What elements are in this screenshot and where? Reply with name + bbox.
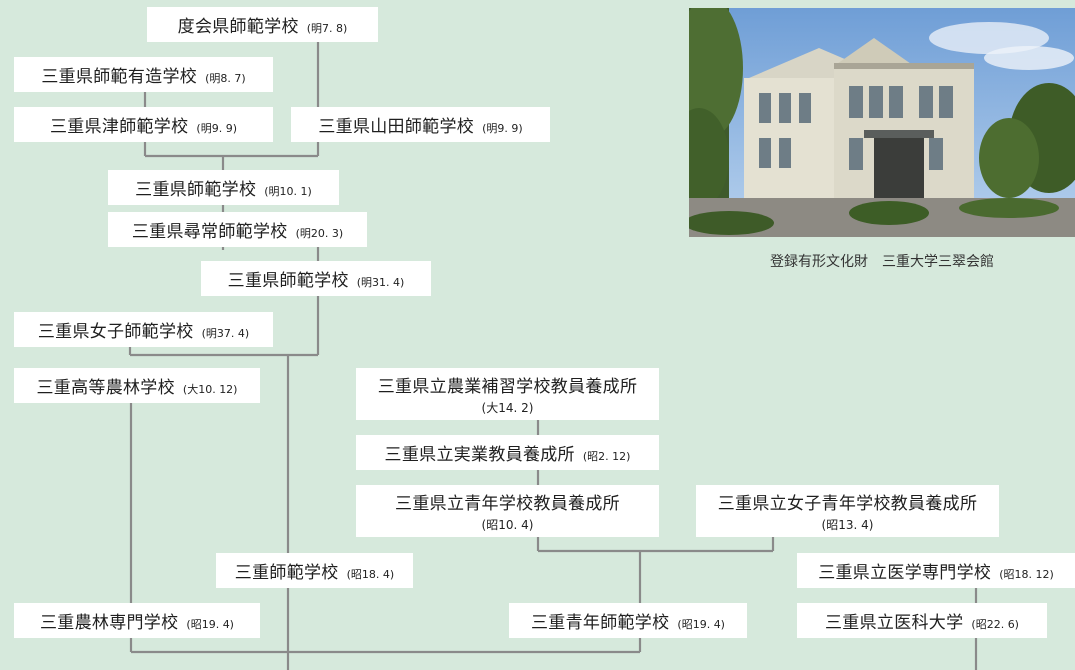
founding-date: (昭18. 12)	[999, 568, 1054, 581]
school-node-seinenshihan: 三重青年師範学校 (昭19. 4)	[509, 603, 747, 638]
school-name: 三重県師範有造学校	[41, 67, 198, 87]
school-node-iga: 三重県立医学専門学校 (昭18. 12)	[797, 553, 1075, 588]
school-name: 三重高等農林学校	[36, 378, 175, 398]
school-node-joshi: 三重県女子師範学校 (明37. 4)	[14, 312, 273, 347]
founding-date: (昭19. 4)	[186, 618, 234, 631]
school-name: 三重農林専門学校	[40, 613, 179, 633]
school-node-noho: 三重県立農業補習学校教員養成所 (大14. 2)	[356, 368, 659, 420]
school-name: 三重県立医科大学	[825, 613, 964, 633]
founding-date: (明37. 4)	[201, 327, 250, 340]
school-node-jitsu: 三重県立実業教員養成所 (昭2. 12)	[356, 435, 659, 470]
founding-date: (昭13. 4)	[821, 518, 874, 532]
school-node-nourin: 三重高等農林学校 (大10. 12)	[14, 368, 260, 403]
founding-date: (大10. 12)	[182, 383, 238, 396]
founding-date: (明7. 8)	[306, 22, 348, 35]
school-name: 三重県女子師範学校	[37, 322, 194, 342]
school-name: 三重師範学校	[234, 563, 339, 583]
school-name: 三重県立青年学校教員養成所	[395, 494, 620, 514]
school-name: 三重県立女子青年学校教員養成所	[717, 494, 978, 514]
school-name: 三重県師範学校	[227, 271, 349, 291]
school-node-shihan31: 三重県師範学校 (明31. 4)	[201, 261, 431, 296]
school-node-seinen: 三重県立青年学校教員養成所 (昭10. 4)	[356, 485, 659, 537]
school-node-yuzou: 三重県師範有造学校 (明8. 7)	[14, 57, 273, 92]
school-node-ika: 三重県立医科大学 (昭22. 6)	[797, 603, 1047, 638]
school-name: 三重県立実業教員養成所	[384, 445, 575, 465]
founding-date: (昭19. 4)	[677, 618, 725, 631]
school-node-jinjou: 三重県尋常師範学校 (明20. 3)	[108, 212, 367, 247]
school-node-shihan10: 三重県師範学校 (明10. 1)	[108, 170, 339, 205]
school-node-watarai: 度会県師範学校 (明7. 8)	[147, 7, 378, 42]
school-node-yamada: 三重県山田師範学校 (明9. 9)	[291, 107, 550, 142]
founding-date: (明10. 1)	[264, 185, 312, 198]
founding-date: (大14. 2)	[481, 401, 534, 415]
school-name: 三重県師範学校	[135, 180, 257, 200]
sansui-hall-photo	[689, 8, 1075, 237]
founding-date: (昭18. 4)	[346, 568, 395, 581]
founding-date: (昭10. 4)	[481, 518, 534, 532]
school-node-joshiseinen: 三重県立女子青年学校教員養成所 (昭13. 4)	[696, 485, 999, 537]
school-name: 三重青年師範学校	[531, 613, 670, 633]
founding-date: (明9. 9)	[482, 122, 523, 135]
school-node-nourinsen: 三重農林専門学校 (昭19. 4)	[14, 603, 260, 638]
founding-date: (明9. 9)	[196, 122, 237, 135]
school-node-shihan18: 三重師範学校 (昭18. 4)	[216, 553, 413, 588]
photo-caption: 登録有形文化財 三重大学三翠会館	[770, 254, 994, 270]
founding-date: (昭22. 6)	[971, 618, 1019, 631]
school-node-tsu: 三重県津師範学校 (明9. 9)	[14, 107, 273, 142]
founding-date: (明20. 3)	[295, 227, 344, 240]
school-name: 三重県山田師範学校	[318, 117, 475, 137]
school-name: 三重県津師範学校	[50, 117, 189, 137]
school-name: 三重県立医学専門学校	[818, 563, 992, 583]
school-name: 三重県尋常師範学校	[131, 222, 288, 242]
school-name: 三重県立農業補習学校教員養成所	[377, 377, 638, 397]
founding-date: (昭2. 12)	[582, 450, 631, 463]
school-name: 度会県師範学校	[177, 17, 299, 37]
founding-date: (明8. 7)	[205, 72, 246, 85]
founding-date: (明31. 4)	[356, 276, 405, 289]
